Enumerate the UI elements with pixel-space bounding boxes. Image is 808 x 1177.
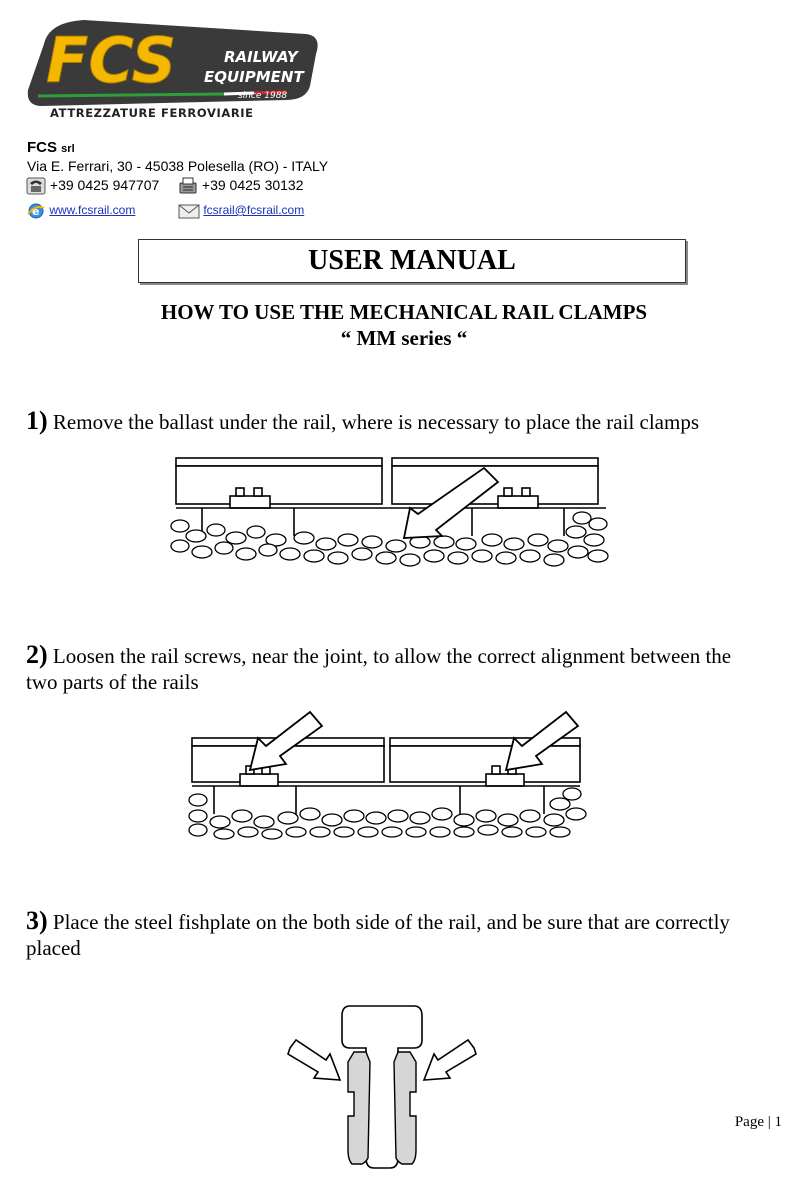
document-subtitle: HOW TO USE THE MECHANICAL RAIL CLAMPS	[160, 300, 648, 324]
step-1-number: 1)	[26, 406, 48, 435]
logo-tagline: ATTREZZATURE FERROVIARIE	[50, 106, 254, 120]
company-address: Via E. Ferrari, 30 - 45038 Polesella (RO…	[27, 158, 329, 174]
step-2-text: Loosen the rail screws, near the joint, …	[26, 644, 732, 694]
step-2-number: 2)	[26, 640, 48, 669]
email-link[interactable]: fcsrail@fcsrail.com	[203, 203, 305, 218]
document-title: USER MANUAL	[138, 239, 686, 283]
logo-since: since 1988	[238, 91, 287, 101]
step-1-illustration	[166, 452, 616, 572]
company-logo: FCS RAILWAY EQUIPMENT since 1988	[24, 14, 320, 124]
arrow-icon	[402, 466, 500, 539]
arrow-icon	[287, 1038, 342, 1081]
series-name: “ MM series “	[340, 326, 468, 350]
svg-text:e: e	[32, 205, 39, 218]
step-2: 2) Loosen the rail screws, near the join…	[26, 642, 766, 695]
company-name: FCS srl	[27, 139, 75, 156]
step-3-number: 3)	[26, 906, 48, 935]
arrow-icon	[248, 710, 324, 772]
website-row: e www.fcsrail.com	[26, 202, 135, 220]
phone-icon	[26, 177, 46, 195]
rail-screws-diagram	[188, 710, 587, 840]
phone-row: +39 0425 947707	[26, 177, 159, 195]
email-row: fcsrail@fcsrail.com	[178, 202, 304, 220]
logo-line2: EQUIPMENT	[204, 68, 305, 86]
step-3-text: Place the steel fishplate on the both si…	[26, 910, 730, 960]
fax-icon	[179, 177, 197, 194]
step-3: 3) Place the steel fishplate on the both…	[26, 908, 766, 961]
arrow-icon	[504, 710, 580, 772]
browser-icon: e	[27, 203, 45, 219]
fax-number: +39 0425 30132	[201, 177, 304, 193]
fax-row: +39 0425 30132	[178, 177, 304, 195]
step-2-illustration	[184, 704, 594, 840]
step-1-text: Remove the ballast under the rail, where…	[52, 410, 700, 434]
arrow-icon	[422, 1038, 477, 1081]
logo-line1: RAILWAY	[224, 48, 300, 66]
fcs-logo-graphic: FCS RAILWAY EQUIPMENT since 1988	[27, 20, 318, 106]
company-name-text: FCS	[27, 139, 57, 156]
email-icon	[178, 204, 200, 219]
fishplate-diagram	[287, 1005, 477, 1169]
company-suffix: srl	[61, 143, 75, 155]
page-number: Page | 1	[734, 1114, 782, 1130]
rail-ballast-diagram	[170, 457, 609, 567]
step-1: 1) Remove the ballast under the rail, wh…	[26, 408, 766, 435]
logo-letters: FCS	[46, 24, 176, 97]
website-link[interactable]: www.fcsrail.com	[49, 203, 136, 218]
step-3-illustration	[282, 1000, 482, 1172]
phone-number: +39 0425 947707	[49, 177, 160, 193]
